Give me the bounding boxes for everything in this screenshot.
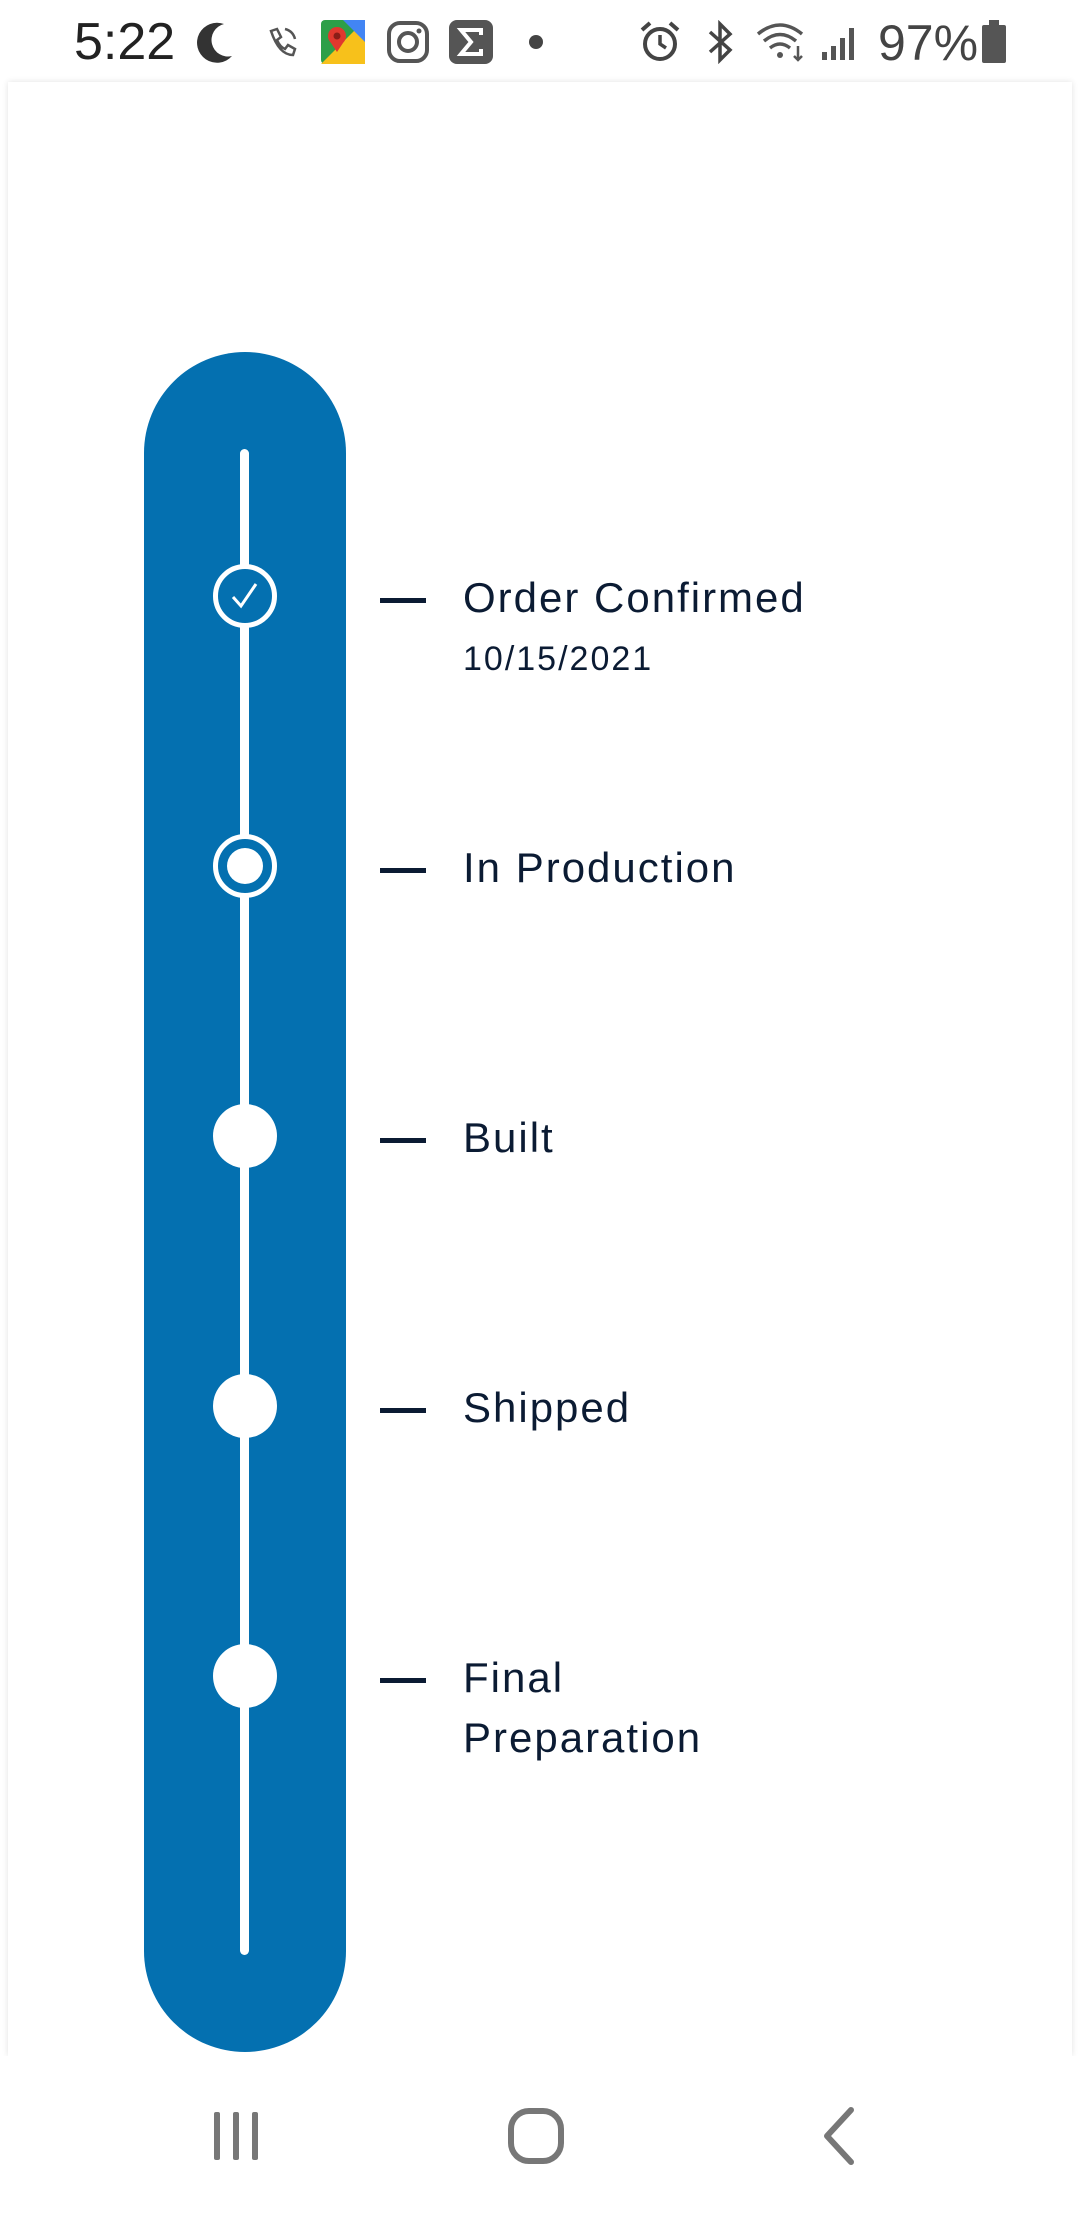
step-dash bbox=[380, 1678, 426, 1683]
step-label-shipped: Shipped bbox=[463, 1384, 632, 1431]
dot-icon bbox=[526, 18, 546, 66]
step-label-preparation: Preparation bbox=[463, 1714, 703, 1761]
home-button[interactable] bbox=[486, 2086, 586, 2186]
step-dash bbox=[380, 1408, 426, 1413]
step-dash bbox=[380, 598, 426, 603]
moon-icon bbox=[192, 18, 240, 66]
timeline-track bbox=[240, 449, 249, 1955]
sigma-app-icon bbox=[446, 18, 496, 66]
step-current-icon bbox=[213, 834, 277, 898]
alarm-icon bbox=[636, 18, 684, 66]
step-pending-icon bbox=[213, 1104, 277, 1168]
home-icon bbox=[508, 2108, 564, 2164]
step-dash bbox=[380, 868, 426, 873]
battery-icon bbox=[978, 18, 1010, 66]
status-time: 5:22 bbox=[74, 13, 176, 71]
signal-icon bbox=[818, 18, 862, 66]
navigation-bar bbox=[0, 2056, 1080, 2220]
maps-icon bbox=[318, 18, 368, 66]
step-label-in-production: In Production bbox=[463, 844, 737, 891]
step-label-final: Final bbox=[463, 1654, 565, 1701]
status-bar: 5:22 97% bbox=[0, 0, 1080, 82]
back-button[interactable] bbox=[790, 2086, 890, 2186]
step-date-order-confirmed: 10/15/2021 bbox=[463, 640, 654, 678]
wifi-icon bbox=[752, 18, 812, 66]
back-icon bbox=[824, 2107, 854, 2165]
step-pending-icon bbox=[213, 1374, 277, 1438]
recent-apps-button[interactable] bbox=[186, 2086, 286, 2186]
instagram-icon bbox=[384, 18, 432, 66]
battery-percentage: 97% bbox=[878, 15, 979, 71]
step-dash bbox=[380, 1138, 426, 1143]
recent-apps-icon bbox=[214, 2112, 258, 2160]
wifi-call-icon bbox=[262, 18, 302, 66]
step-pending-icon bbox=[213, 1644, 277, 1708]
step-complete-check-icon bbox=[213, 564, 277, 628]
step-label-order-confirmed: Order Confirmed bbox=[463, 574, 806, 621]
step-label-built: Built bbox=[463, 1114, 555, 1161]
bluetooth-icon bbox=[700, 18, 740, 66]
